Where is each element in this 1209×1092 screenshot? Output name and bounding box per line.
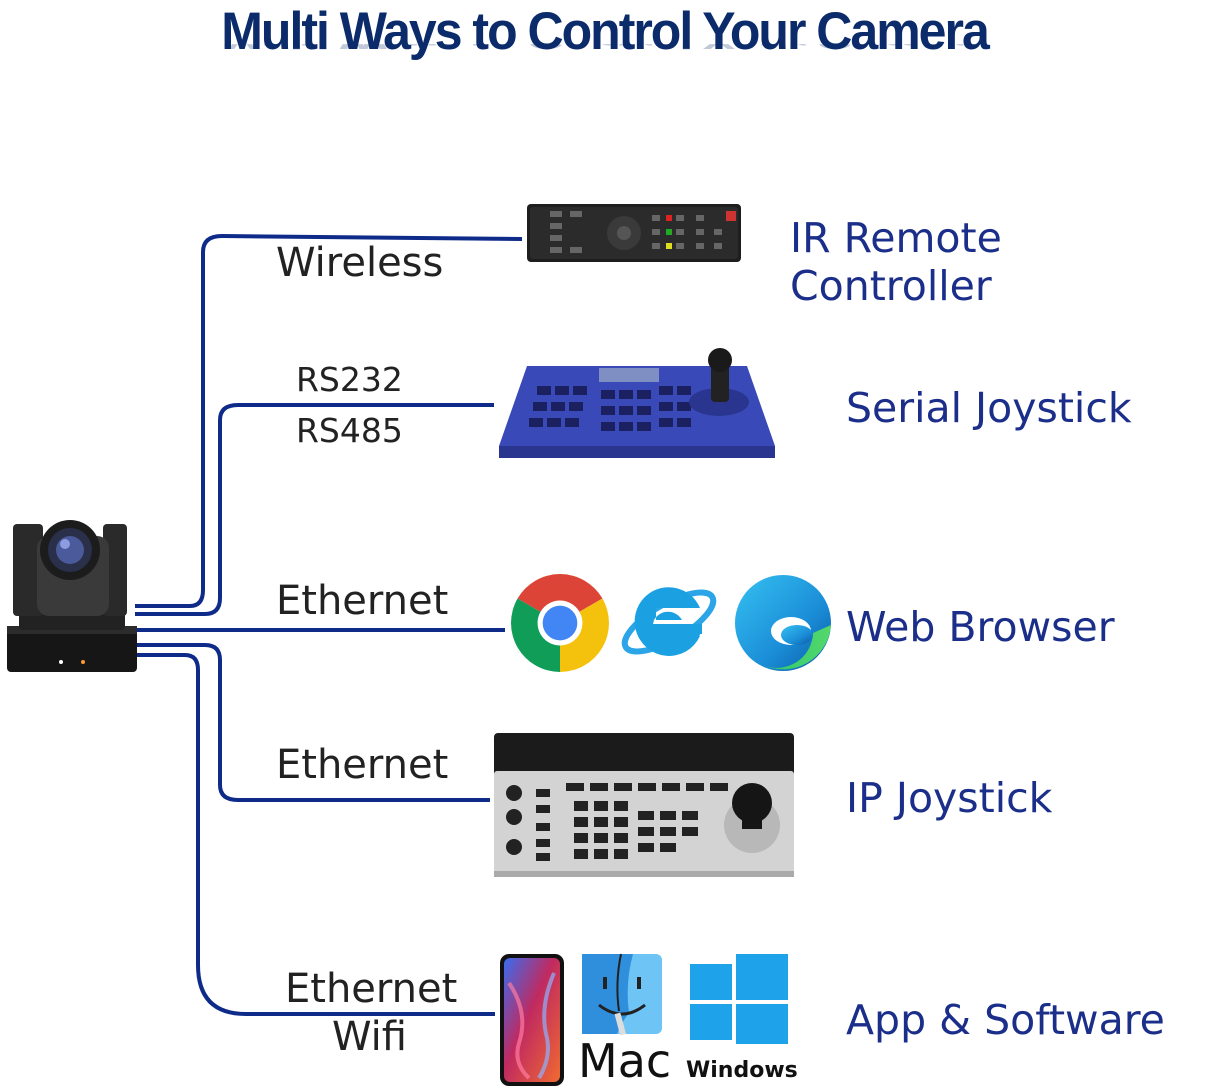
line-ethernet-ip <box>135 643 490 802</box>
device-app-software: App & Software <box>846 996 1165 1044</box>
mac-finder-icon <box>582 953 662 1035</box>
label-rs232: RS232 <box>296 360 403 399</box>
line-serial <box>135 403 494 616</box>
serial-joystick-icon <box>499 348 775 458</box>
device-web-browser: Web Browser <box>846 603 1115 651</box>
device-ir-remote: IR Remote Controller <box>790 214 1002 310</box>
ptz-camera-icon <box>7 520 137 672</box>
windows-icon <box>690 954 788 1044</box>
label-ethernet-ip: Ethernet <box>276 742 449 788</box>
chrome-icon <box>511 574 609 672</box>
label-ethernet-app: Ethernet <box>285 966 458 1012</box>
ir-remote-icon <box>527 204 741 262</box>
page-title: Multi Ways to Control Your Camera <box>221 1 990 61</box>
internet-explorer-icon <box>621 587 717 656</box>
windows-label: Windows <box>686 1058 798 1083</box>
edge-icon <box>735 575 831 671</box>
line-wireless <box>135 233 523 608</box>
line-app <box>135 653 495 1016</box>
label-ethernet-web: Ethernet <box>276 578 449 624</box>
smartphone-icon <box>500 954 564 1086</box>
device-ip-joystick: IP Joystick <box>846 774 1053 822</box>
ip-joystick-icon <box>494 733 794 877</box>
mac-label: Mac <box>578 1034 672 1088</box>
device-serial-joystick: Serial Joystick <box>846 384 1132 432</box>
label-wifi: Wifi <box>332 1014 407 1060</box>
label-wireless: Wireless <box>276 240 444 286</box>
label-rs485: RS485 <box>296 411 403 450</box>
